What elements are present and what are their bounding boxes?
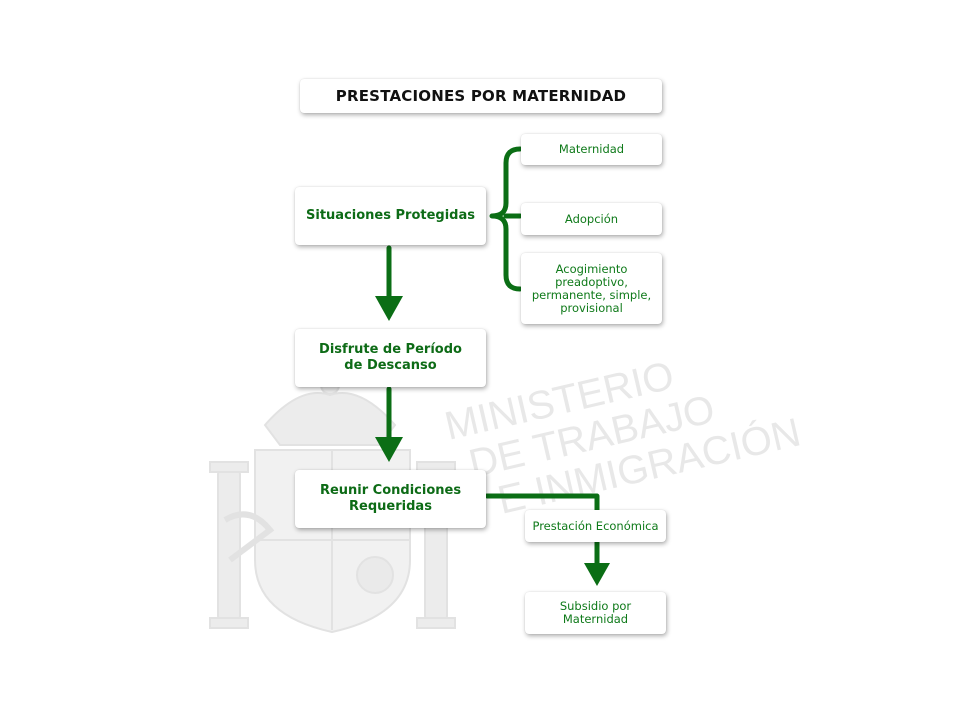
node-adopcion: Adopción [521, 203, 662, 235]
arrow-head-1 [375, 296, 403, 321]
node-disfrute-periodo: Disfrute de Período de Descanso [295, 329, 486, 387]
node-acogimiento-label: Acogimiento preadoptivo, permanente, sim… [531, 261, 652, 315]
arrow-head-2 [375, 437, 403, 462]
node-adopcion-label: Adopción [564, 211, 619, 226]
node-situaciones-label: Situaciones Protegidas [306, 208, 475, 223]
node-situaciones-protegidas: Situaciones Protegidas [295, 187, 486, 245]
diagram-title: PRESTACIONES POR MATERNIDAD [335, 87, 627, 105]
node-subsidio-label: Subsidio por Maternidad [559, 599, 632, 626]
node-maternidad-label: Maternidad [558, 142, 625, 156]
node-subsidio-maternidad: Subsidio por Maternidad [525, 592, 666, 634]
node-reunir-label: Reunir Condiciones Requeridas [319, 483, 462, 514]
node-maternidad: Maternidad [521, 134, 662, 165]
arrow-head-3 [584, 563, 610, 586]
brace-connector [489, 146, 523, 292]
node-prestacion-economica: Prestación Económica [525, 510, 666, 542]
node-acogimiento: Acogimiento preadoptivo, permanente, sim… [521, 253, 662, 324]
node-disfrute-label: Disfrute de Período de Descanso [319, 342, 462, 373]
node-reunir-condiciones: Reunir Condiciones Requeridas [295, 470, 486, 528]
diagram-title-box: PRESTACIONES POR MATERNIDAD [300, 79, 662, 113]
node-prestacion-label: Prestación Económica [532, 518, 659, 533]
